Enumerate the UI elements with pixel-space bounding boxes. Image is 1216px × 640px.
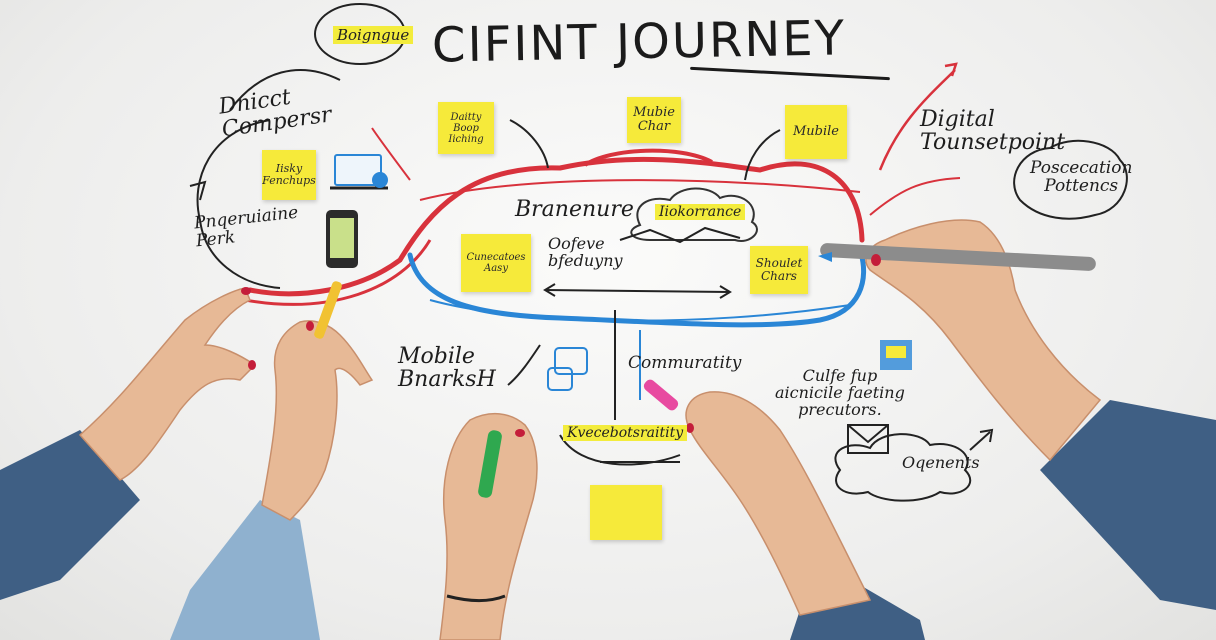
sticky-note-5: Cunecatoes Aasy [461, 234, 531, 292]
phone-icon [326, 210, 358, 268]
sticky-note-1: Daitty Boop Iiching [438, 102, 494, 154]
label-community: Commuratity [628, 353, 742, 373]
center-arm [439, 413, 538, 640]
sticky-note-3: Mubile [785, 105, 847, 159]
sticky-note-blank [590, 485, 662, 540]
blue-journey-loop [407, 247, 867, 328]
label-mobile-brand: Mobile BnarksH [398, 344, 496, 393]
label-culte: Culfe fup aicnicile faeting precutors. [775, 366, 905, 419]
second-left-arm [170, 281, 374, 640]
label-ofeve: Oofeve bfeduyny [548, 234, 623, 270]
chat-bubble-icon [547, 347, 588, 391]
label-top-bubble: Boigngue [333, 26, 414, 44]
label-posceation: Poscecation Pottencs [1030, 158, 1133, 196]
red-journey-loop [247, 156, 865, 297]
device-icon [880, 340, 912, 370]
label-oqenents: Oqenents [902, 453, 980, 472]
right-center-arm [643, 379, 925, 640]
sticky-note-6: Shoulet Chars [750, 246, 808, 294]
label-kvecebot: Kvecebotsraitity [563, 425, 688, 441]
label-digital: Digital Tounsetpoint [920, 107, 1066, 156]
envelope-icon [847, 424, 889, 454]
cloud-icon [619, 187, 758, 244]
sticky-note-2: Mubie Char [627, 97, 681, 143]
board-title: CIFINT JOURNEY [431, 10, 847, 74]
right-arm [818, 219, 1216, 610]
label-branch: Branenure [515, 197, 634, 222]
left-arm [0, 287, 257, 600]
sticky-note-4: Iisky Fenchups [262, 150, 316, 200]
laptop-icon [330, 154, 388, 190]
label-cloud: Iiokorrance [655, 204, 746, 220]
